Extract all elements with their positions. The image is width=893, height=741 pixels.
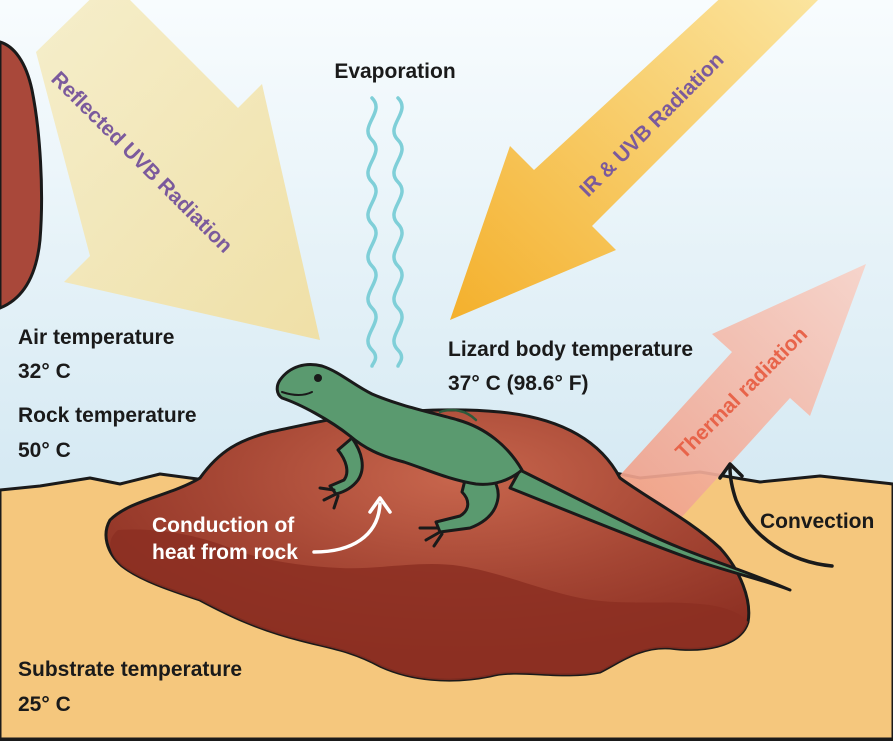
lizard-eye — [314, 374, 322, 382]
ir-uvb-arrow — [450, 0, 818, 320]
reflected-uvb-arrow — [36, 0, 320, 340]
substrate-temperature-label: Substrate temperature — [18, 658, 242, 681]
rock-temperature-label: Rock temperature — [18, 404, 197, 427]
lizard-tail — [508, 468, 792, 592]
rock-shadow — [110, 529, 749, 681]
left-boulder — [0, 40, 44, 310]
rock-temperature-value: 50° C — [18, 439, 71, 462]
lizard-temperature-label: Lizard body temperature — [448, 338, 693, 361]
convection-label: Convection — [760, 510, 874, 533]
lizard-body — [275, 363, 524, 486]
conduction-label-line1: Conduction of — [152, 514, 295, 537]
conduction-label-line2: heat from rock — [152, 541, 298, 564]
conduction-arrowhead — [368, 496, 392, 514]
thermal-radiation-arrow — [612, 264, 866, 530]
air-temperature-label: Air temperature — [18, 326, 174, 349]
convection-arrow — [728, 466, 834, 568]
air-temperature-value: 32° C — [18, 360, 71, 383]
substrate-temperature-value: 25° C — [18, 693, 71, 716]
evaporation-waves — [366, 96, 404, 368]
convection-arrowhead — [718, 462, 744, 480]
conduction-arrow — [312, 502, 382, 554]
lizard-front-leg — [328, 436, 364, 496]
evaporation-label: Evaporation — [334, 60, 455, 83]
lizard — [275, 363, 792, 592]
lizard-temperature-value: 37° C (98.6° F) — [448, 372, 589, 395]
